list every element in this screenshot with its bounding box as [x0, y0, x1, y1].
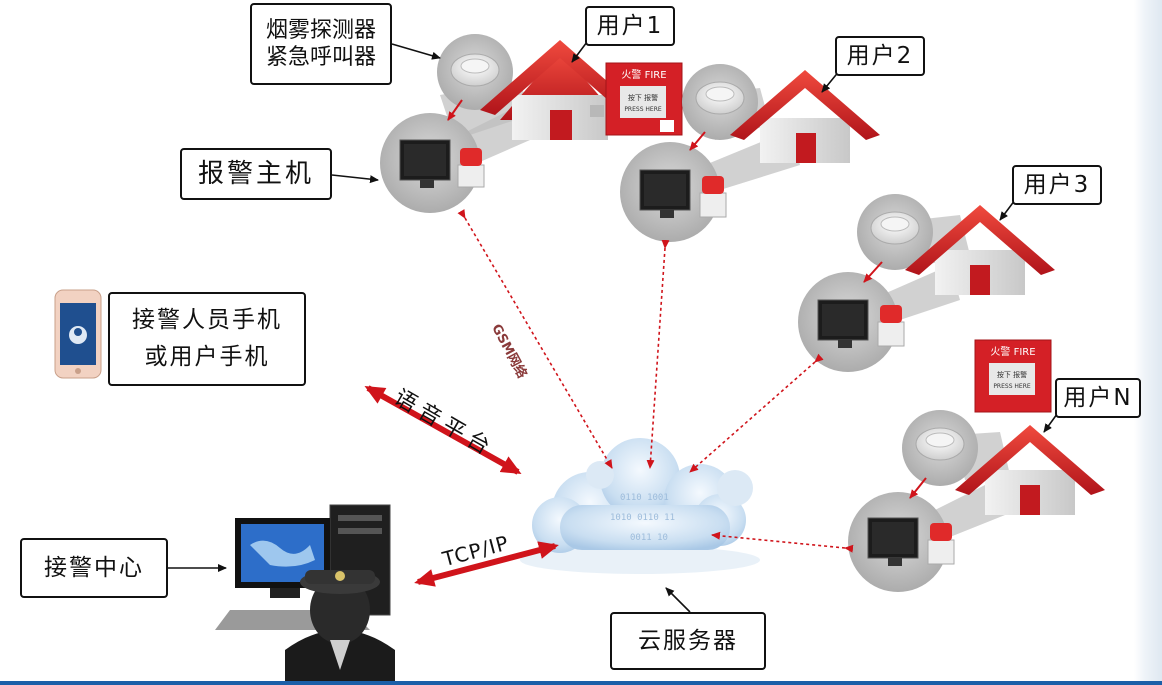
user3-label: 用户3 — [1012, 165, 1102, 205]
user2-label: 用户2 — [835, 36, 925, 76]
alarm-host-label: 报警主机 — [180, 148, 332, 200]
monitor-icon — [639, 169, 691, 218]
svg-text:火警 FIRE: 火警 FIRE — [990, 345, 1035, 358]
smoke-detector-icon — [870, 211, 920, 245]
user1-label-text: 用户1 — [596, 12, 664, 39]
smoke-detector-icon — [695, 81, 745, 115]
siren-icon — [699, 176, 727, 218]
cloud-server-label-text: 云服务器 — [638, 627, 738, 654]
svg-text:按下 报警: 按下 报警 — [628, 93, 658, 102]
svg-text:1010 0110 11: 1010 0110 11 — [610, 513, 675, 523]
command-center-label: 接警中心 — [20, 538, 168, 598]
monitor-icon — [817, 299, 869, 348]
house-icon — [480, 40, 640, 140]
pointer-host — [331, 174, 379, 184]
userN-label-text: 用户N — [1063, 384, 1133, 411]
smoke-detector-icon — [450, 53, 500, 87]
house-icon — [730, 70, 880, 163]
siren-icon — [927, 523, 955, 565]
svg-text:按下 报警: 按下 报警 — [997, 370, 1027, 379]
monitor-icon — [399, 139, 451, 188]
svg-text:0011 10: 0011 10 — [630, 533, 668, 543]
cloud-server-icon: 0110 1001 1010 0110 11 0011 10 — [520, 438, 760, 574]
user1-cluster — [380, 34, 640, 213]
monitor-icon — [867, 517, 919, 566]
pointer-detector — [391, 43, 441, 60]
command-center-icon — [215, 504, 395, 685]
house-icon — [905, 205, 1055, 295]
link-user2 — [646, 239, 670, 469]
user2-label-text: 用户2 — [846, 42, 914, 69]
link-user1 — [457, 209, 613, 469]
user2-cluster — [620, 64, 880, 242]
cloud-server-label: 云服务器 — [610, 612, 766, 670]
alarm-host-label-text: 报警主机 — [197, 158, 314, 189]
fire-alarm-box-1: 火警 FIRE 按下 报警 PRESS HERE — [605, 62, 683, 136]
phone-label-line2: 或用户手机 — [144, 344, 270, 370]
voice-platform-arrow — [364, 385, 522, 475]
house-icon — [955, 425, 1105, 515]
siren-icon — [877, 305, 905, 347]
detector-label-line1: 烟雾探测器 — [265, 17, 376, 43]
command-center-label-text: 接警中心 — [44, 554, 144, 581]
userN-label: 用户N — [1055, 378, 1141, 418]
bottom-accent-bar — [0, 681, 1162, 685]
svg-text:PRESS HERE: PRESS HERE — [993, 383, 1031, 390]
userN-cluster — [848, 410, 1105, 592]
link-userN — [711, 531, 854, 553]
link-user3 — [689, 353, 824, 473]
network-links — [457, 209, 854, 553]
siren-icon — [457, 148, 485, 188]
phone-label-line1: 接警人员手机 — [132, 307, 282, 334]
fire-alarm-box-2: 火警 FIRE 按下 报警 PRESS HERE — [974, 339, 1052, 413]
smoke-detector-icon — [915, 427, 965, 461]
tcpip-arrow — [414, 541, 559, 587]
pointer-server — [665, 587, 691, 613]
side-decoration — [1134, 0, 1162, 681]
svg-text:火警 FIRE: 火警 FIRE — [621, 68, 666, 81]
detector-label-line2: 紧急呼叫器 — [265, 45, 376, 70]
user1-label: 用户1 — [585, 6, 675, 46]
svg-text:PRESS HERE: PRESS HERE — [624, 106, 662, 113]
phone-label: 接警人员手机 或用户手机 — [108, 292, 306, 386]
detector-label: 烟雾探测器 紧急呼叫器 — [250, 3, 392, 85]
user3-cluster — [798, 194, 1055, 372]
user3-label-text: 用户3 — [1023, 171, 1091, 198]
svg-text:0110 1001: 0110 1001 — [620, 493, 669, 503]
smartphone-icon — [54, 289, 102, 379]
police-officer-icon — [285, 570, 395, 685]
